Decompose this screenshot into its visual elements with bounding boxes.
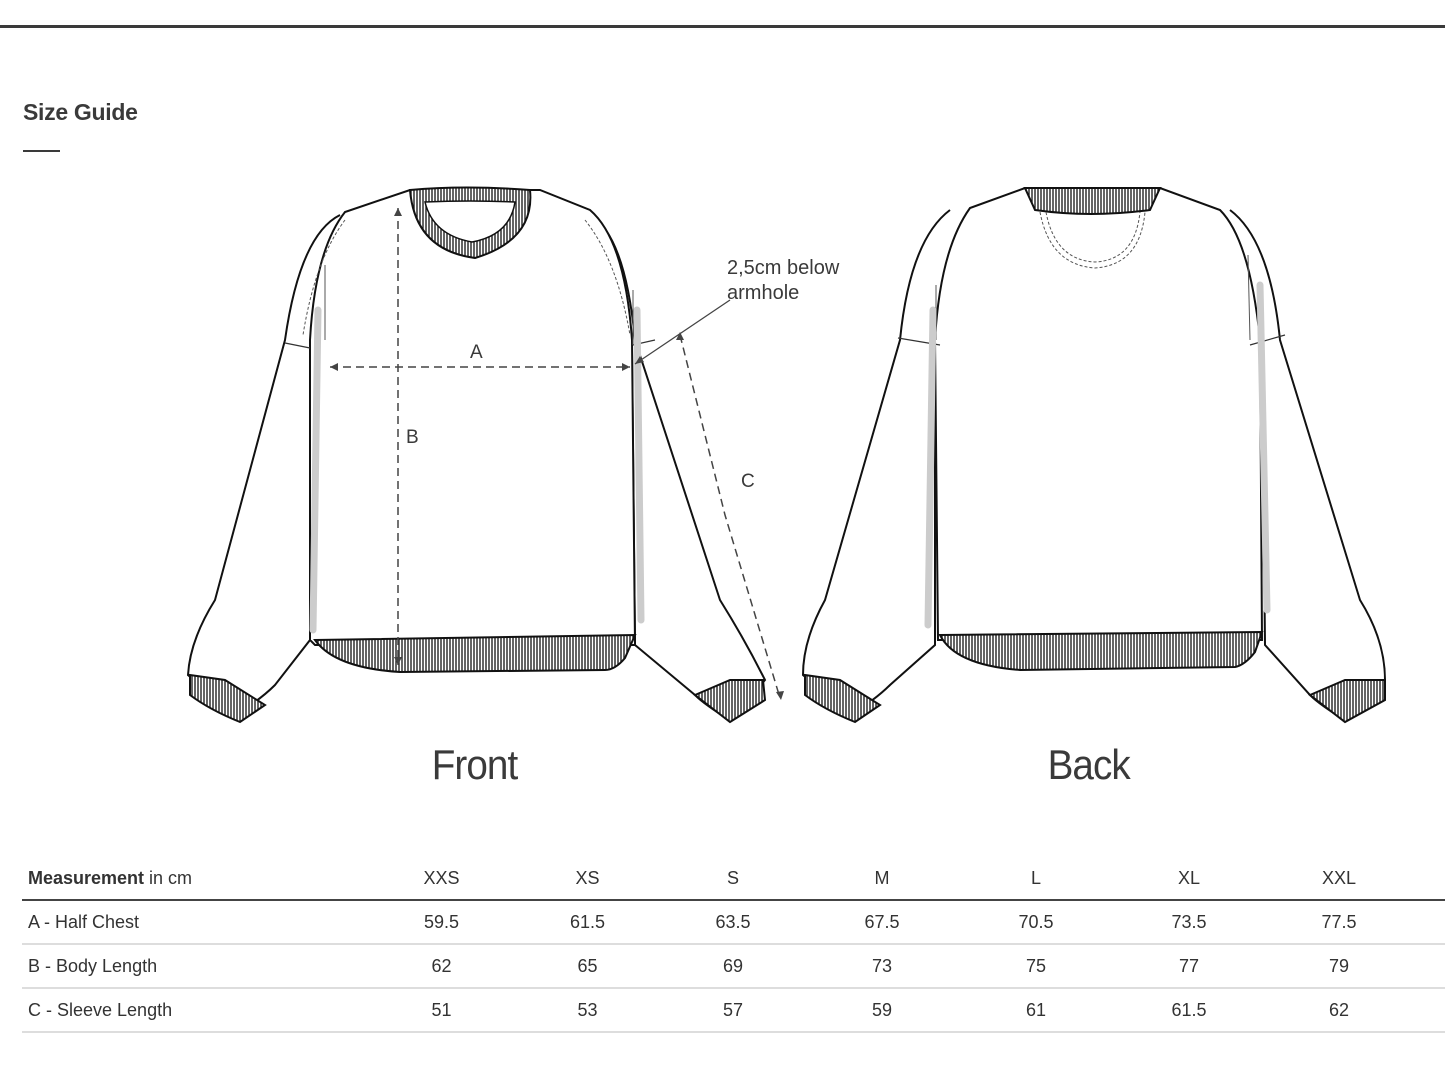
table-row: C - Sleeve Length 51 53 57 59 61 61.5 62: [22, 988, 1445, 1033]
table-spacer: [1414, 944, 1445, 989]
measurement-header-unit: in cm: [144, 867, 193, 888]
table-cell: 73.5: [1114, 900, 1264, 945]
size-table: Measurement in cm XXS XS S M L XL XXL A …: [22, 857, 1445, 1033]
table-cell: 65: [515, 944, 660, 989]
size-header-xl: XL: [1114, 857, 1264, 901]
table-cell: 79: [1264, 944, 1414, 989]
measure-c-label: C: [741, 471, 755, 492]
table-cell: 51: [368, 988, 515, 1033]
annotation-line-1: 2,5cm below: [727, 257, 840, 279]
page-title: Size Guide: [23, 99, 138, 125]
table-row: A - Half Chest 59.5 61.5 63.5 67.5 70.5 …: [22, 900, 1445, 945]
table-cell: 63.5: [660, 900, 806, 945]
table-cell: 53: [515, 988, 660, 1033]
measurement-header: Measurement in cm: [22, 857, 368, 901]
table-cell: 77: [1114, 944, 1264, 989]
size-header-xxl: XXL: [1264, 857, 1414, 901]
size-header-xxs: XXS: [368, 857, 515, 901]
table-spacer: [1414, 900, 1445, 945]
table-cell: 75: [958, 944, 1114, 989]
table-cell: 61.5: [1114, 988, 1264, 1033]
table-cell: 59.5: [368, 900, 515, 945]
table-cell: 69: [660, 944, 806, 989]
table-cell: 61: [958, 988, 1114, 1033]
table-spacer: [1414, 988, 1445, 1033]
front-sweater-illustration: [186, 186, 784, 724]
table-cell: 59: [806, 988, 958, 1033]
size-header-l: L: [958, 857, 1114, 901]
table-cell: 67.5: [806, 900, 958, 945]
size-header-xs: XS: [515, 857, 660, 901]
row-label: A - Half Chest: [22, 900, 368, 945]
table-row: B - Body Length 62 65 69 73 75 77 79: [22, 944, 1445, 989]
measurement-header-bold: Measurement: [28, 867, 145, 888]
title-underline: [23, 150, 60, 152]
row-label: C - Sleeve Length: [22, 988, 368, 1033]
back-sweater-diagram: [800, 180, 1390, 730]
table-cell: 61.5: [515, 900, 660, 945]
measure-a-label: A: [470, 342, 483, 363]
measure-b-label: B: [406, 427, 419, 448]
table-cell: 73: [806, 944, 958, 989]
size-header-s: S: [660, 857, 806, 901]
table-spacer: [1414, 857, 1445, 901]
top-divider: [0, 25, 1445, 28]
table-cell: 57: [660, 988, 806, 1033]
table-header-row: Measurement in cm XXS XS S M L XL XXL: [22, 857, 1445, 901]
row-label: B - Body Length: [22, 944, 368, 989]
annotation-line-2: armhole: [727, 282, 800, 304]
back-sweater-illustration: [801, 187, 1387, 724]
table-cell: 62: [368, 944, 515, 989]
table-cell: 77.5: [1264, 900, 1414, 945]
table-cell: 62: [1264, 988, 1414, 1033]
table-cell: 70.5: [958, 900, 1114, 945]
back-label: Back: [1047, 741, 1131, 788]
front-label: Front: [431, 741, 519, 788]
front-sweater-diagram: [185, 180, 795, 730]
armhole-annotation: 2,5cm below armhole: [727, 256, 839, 306]
size-header-m: M: [806, 857, 958, 901]
